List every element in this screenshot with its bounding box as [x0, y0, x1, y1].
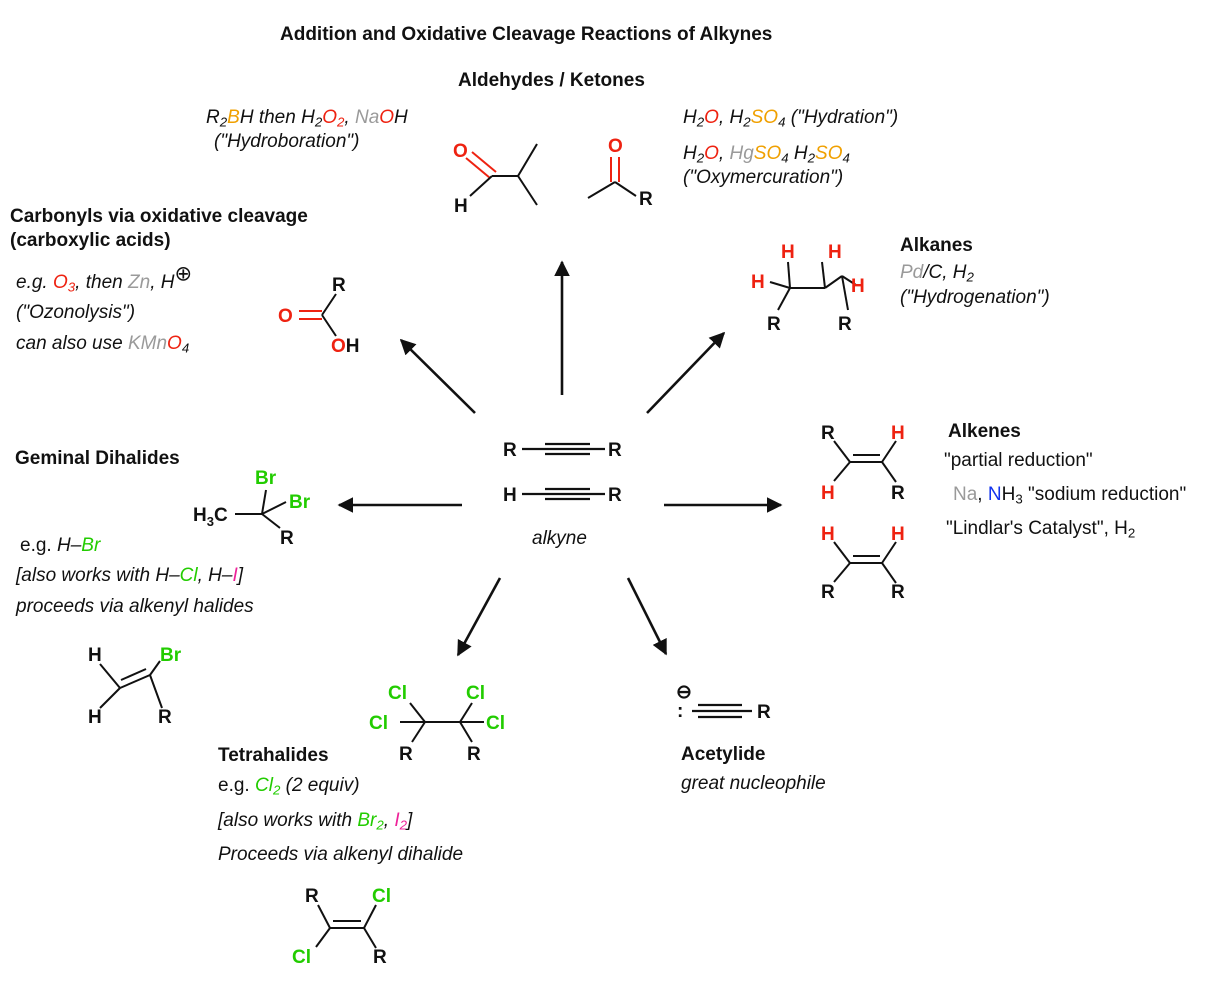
geminal-dihalide-structure [235, 489, 287, 529]
trans-alkene-h1: H [891, 423, 905, 444]
geminal-proceeds: proceeds via alkenyl halides [16, 596, 254, 617]
acetylide-minus: ⊖ [676, 682, 692, 703]
cis-alkene-r1: R [821, 582, 835, 603]
carbonyls-heading: Carbonyls via oxidative cleavage [10, 206, 308, 227]
alkyne-structures [522, 442, 605, 501]
tetrahalide-cl2: Cl [466, 683, 485, 704]
alkane-structure [769, 261, 857, 311]
kmno4-note: can also use KMnO4 [16, 333, 190, 356]
alkane-h1: H [781, 242, 795, 263]
acetylide-r: R [757, 702, 771, 723]
alkane-r2: R [838, 314, 852, 335]
tetrahalide-structure [400, 702, 484, 743]
alkenyl-halide-structure [99, 660, 163, 709]
ketone-r: R [639, 189, 653, 210]
acid-oh: OH [331, 336, 360, 357]
tetrahalides-proceeds: Proceeds via alkenyl dihalide [218, 844, 464, 865]
acid-o: O [278, 306, 293, 327]
aldehyde-o: O [453, 141, 468, 162]
lindlar-reagents: "Lindlar's Catalyst", H2 [946, 518, 1136, 541]
alkyne-h-left: H [503, 485, 517, 506]
geminal-br2: Br [289, 492, 311, 513]
geminal-heading: Geminal Dihalides [15, 448, 180, 469]
acetylide-heading: Acetylide [681, 744, 766, 765]
cis-alkene-structure [833, 541, 897, 584]
tetrahalide-r2: R [467, 744, 481, 765]
ozonolysis-label: ("Ozonolysis") [16, 302, 136, 323]
alkane-h4: H [851, 276, 865, 297]
tetrahalide-r1: R [399, 744, 413, 765]
arrow-to-tetrahalides [456, 577, 502, 657]
sodium-reduction-reagents: Na, NH3 "sodium reduction" [953, 484, 1187, 507]
cis-alkene-h2: H [891, 524, 905, 545]
ketone-structure [587, 157, 637, 199]
cis-alkene-h1: H [821, 524, 835, 545]
geminal-r: R [280, 528, 294, 549]
acid-r: R [332, 275, 346, 296]
dihalide-cl1: Cl [372, 886, 391, 907]
alkyne-r-left: R [503, 440, 517, 461]
alkane-r1: R [767, 314, 781, 335]
arrow-to-acetylide [626, 577, 668, 656]
carbonyls-subheading: (carboxylic acids) [10, 230, 171, 251]
hydroboration-reagents: R2BH then H2O2, NaOH [206, 107, 408, 130]
geminal-br1: Br [255, 468, 277, 489]
aldehydes-heading: Aldehydes / Ketones [458, 70, 645, 91]
alkenyl-br: Br [160, 645, 182, 666]
hydration-reagents: H2O, H2SO4 ("Hydration") [683, 107, 899, 130]
tetrahalides-reagents: e.g. Cl2 (2 equiv) [218, 775, 360, 798]
alkenyl-r: R [158, 707, 172, 728]
arrow-to-alkanes [646, 331, 726, 414]
hydroboration-label: ("Hydroboration") [214, 131, 360, 152]
trans-alkene-structure [833, 440, 897, 483]
trans-alkene-r2: R [891, 483, 905, 504]
alkane-h3: H [828, 242, 842, 263]
alkyne-r-right: R [608, 440, 622, 461]
partial-reduction-label: "partial reduction" [944, 450, 1093, 471]
alkenyl-h2: H [88, 707, 102, 728]
cis-alkene-r2: R [891, 582, 905, 603]
alkenyl-h1: H [88, 645, 102, 666]
carboxylic-acid-structure [299, 293, 337, 337]
acetylide-structure [692, 703, 752, 719]
geminal-reagents: e.g. H–Br [20, 535, 101, 556]
dihalide-cl2: Cl [292, 947, 311, 968]
tetrahalide-cl1: Cl [388, 683, 407, 704]
acetylide-subtitle: great nucleophile [681, 773, 826, 794]
geminal-h3c: H3C [193, 505, 228, 529]
oxymercuration-reagents: H2O, HgSO4 H2SO4 [683, 143, 850, 166]
dihalide-r2: R [373, 947, 387, 968]
tetrahalides-also-works: [also works with Br2, I2] [218, 810, 413, 833]
aldehyde-h: H [454, 196, 468, 217]
aldehyde-structure [465, 143, 538, 206]
alkanes-heading: Alkanes [900, 235, 973, 256]
arrow-to-carbonyls [399, 338, 476, 414]
ketone-o: O [608, 136, 623, 157]
tetrahalides-heading: Tetrahalides [218, 745, 329, 766]
oxymercuration-label: ("Oxymercuration") [683, 167, 844, 188]
alkyne-caption: alkyne [532, 528, 587, 549]
trans-alkene-h2: H [821, 483, 835, 504]
alkenyl-dihalide-structure [315, 904, 377, 949]
hydrogenation-reagents: Pd/C, H2 [900, 262, 974, 285]
tetrahalide-cl4: Cl [486, 713, 505, 734]
acetylide-lone-pair: : [677, 701, 683, 722]
trans-alkene-r1: R [821, 423, 835, 444]
page-title: Addition and Oxidative Cleavage Reaction… [280, 24, 773, 45]
geminal-also-works: [also works with H–Cl, H–I] [16, 565, 244, 586]
alkyne-r-right-2: R [608, 485, 622, 506]
alkane-h2: H [751, 272, 765, 293]
tetrahalide-cl3: Cl [369, 713, 388, 734]
ozonolysis-reagents: e.g. O3, then Zn, H⊕ [16, 262, 192, 295]
dihalide-r1: R [305, 886, 319, 907]
hydrogenation-label: ("Hydrogenation") [900, 287, 1050, 308]
alkenes-heading: Alkenes [948, 421, 1021, 442]
